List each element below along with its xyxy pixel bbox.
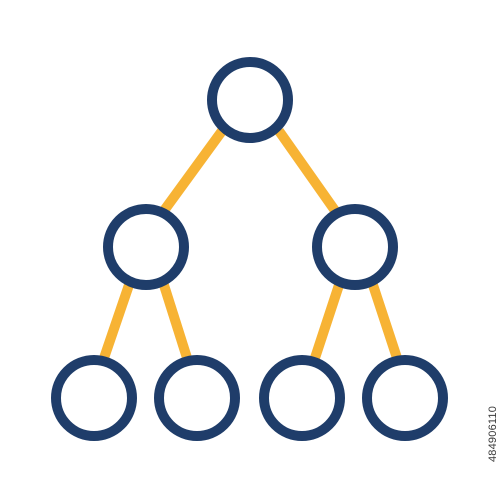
connector-lines <box>98 128 403 363</box>
connector-root-left <box>158 128 227 215</box>
connector-right-leaf3 <box>309 280 345 363</box>
leaf-node-3 <box>259 355 345 441</box>
tree-nodes <box>51 57 448 441</box>
connector-root-right <box>274 128 341 215</box>
connector-left-leaf1 <box>98 280 135 363</box>
branch-node-left <box>103 204 189 290</box>
branch-node-right <box>312 204 398 290</box>
stock-id-label: 484906110 <box>486 389 500 479</box>
leaf-node-2 <box>154 355 240 441</box>
leaf-node-1 <box>51 355 137 441</box>
connector-right-leaf4 <box>367 280 403 363</box>
stock-id-text: 484906110 <box>487 405 500 463</box>
root-node <box>207 57 293 143</box>
leaf-node-4 <box>362 355 448 441</box>
connector-left-leaf2 <box>158 280 193 363</box>
